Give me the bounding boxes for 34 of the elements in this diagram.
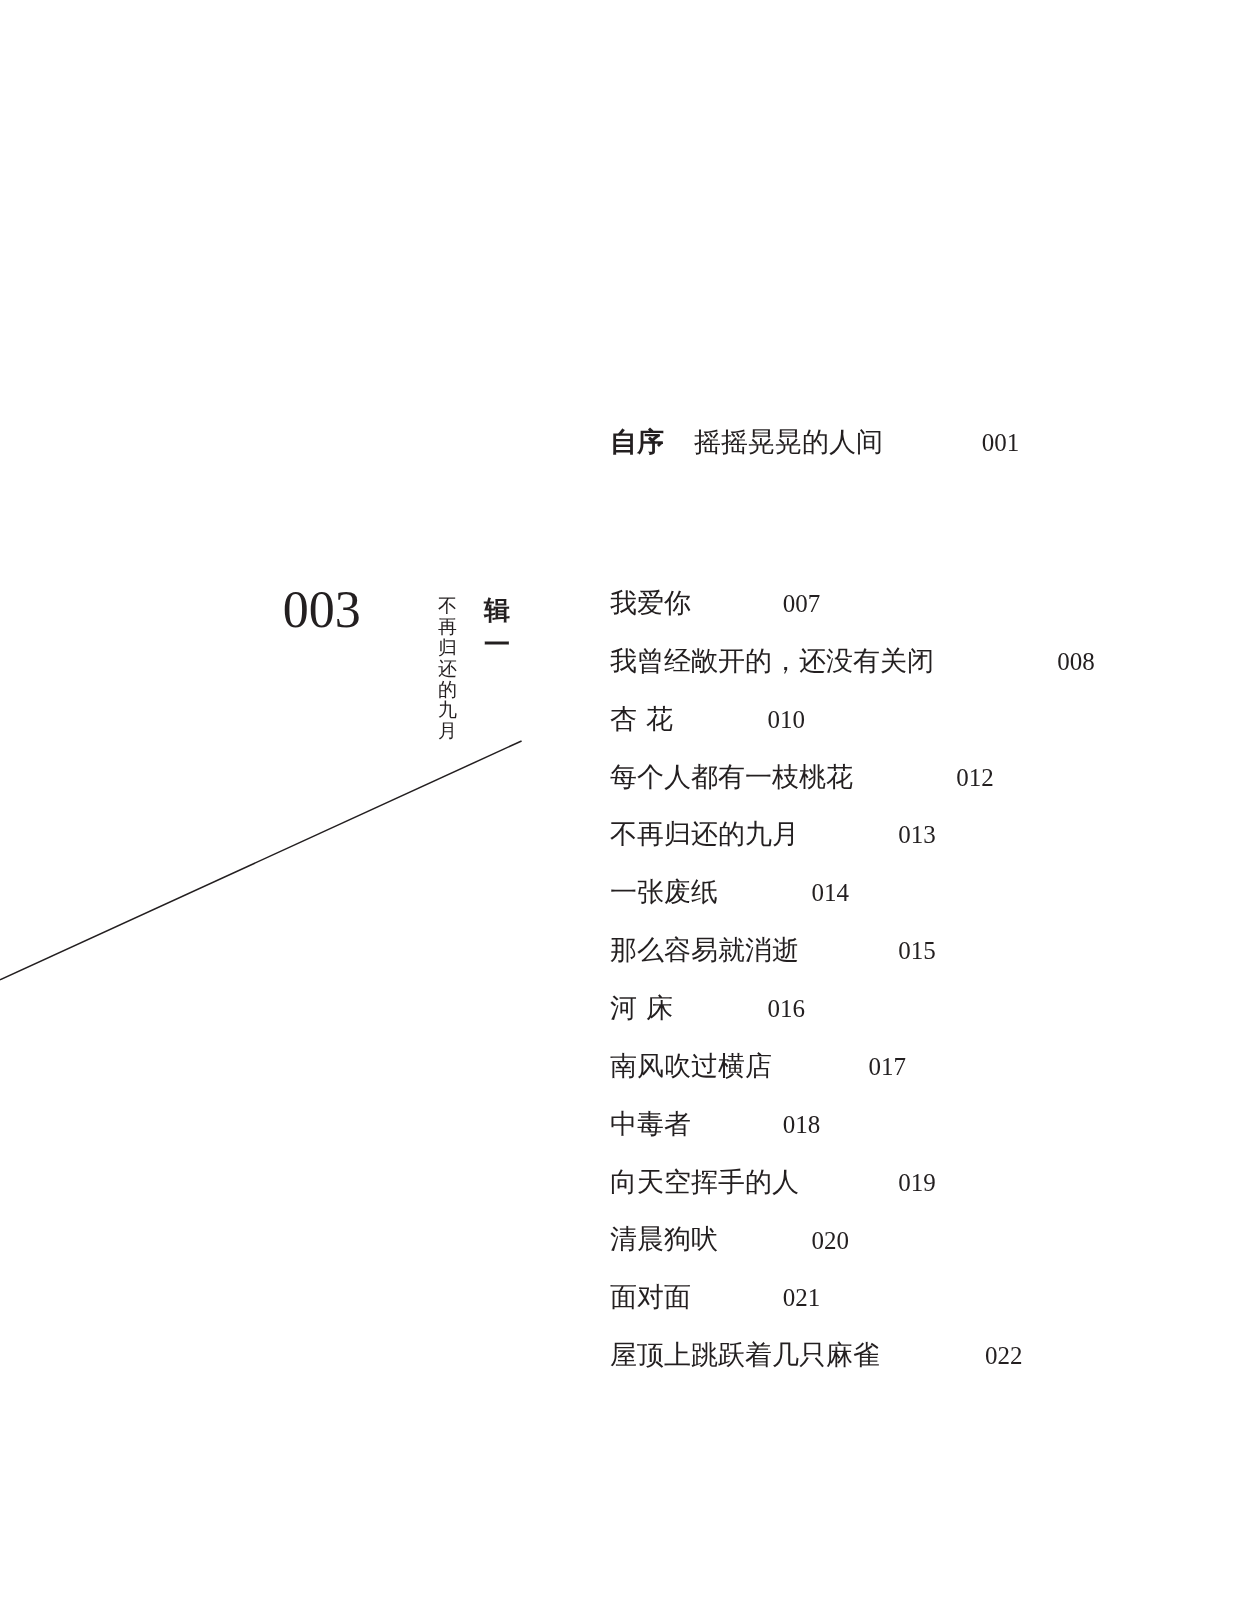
entry-title: 向天空挥手的人: [610, 1167, 800, 1195]
page-number: 015: [898, 938, 936, 964]
page-number: 008: [1057, 648, 1095, 674]
section-number: 003: [282, 583, 361, 636]
page-number: 014: [811, 880, 849, 906]
entry-title: 南风吹过横店: [610, 1051, 773, 1079]
page-number: 021: [782, 1285, 821, 1311]
entry-title: 清晨狗吠: [610, 1225, 719, 1253]
entry-title: 摇摇晃晃的人间: [694, 427, 883, 455]
section-title: 不再归还的九月: [437, 595, 458, 742]
page-number: 020: [811, 1227, 849, 1253]
entry-title: 我爱你: [610, 588, 692, 616]
entry-title: 我曾经敞开的，还没有关闭: [610, 646, 935, 674]
entry-title: 不再归还的九月: [610, 820, 800, 848]
entry-title: 河 床: [610, 994, 673, 1021]
page-number: 010: [767, 706, 805, 732]
page-number: 012: [956, 764, 994, 790]
entry-title: 一张废纸: [610, 878, 719, 906]
entry-title: 杏 花: [610, 704, 673, 732]
entry-title: 屋顶上跳跃着几只麻雀: [610, 1341, 881, 1369]
entry-title: 那么容易就消逝: [610, 936, 800, 964]
page-number: 018: [782, 1111, 821, 1137]
page-number: 013: [898, 822, 936, 848]
page-number: 016: [767, 996, 805, 1021]
page-number: 017: [868, 1053, 907, 1079]
page-number: 019: [898, 1169, 936, 1195]
entry-title: 面对面: [610, 1283, 692, 1311]
page-number: 001: [981, 429, 1020, 455]
page-number: 007: [782, 590, 821, 616]
section-heading: 辑一: [483, 594, 511, 661]
page-number: 022: [984, 1343, 1023, 1369]
preface-heading: 自序: [610, 427, 665, 455]
entry-title: 中毒者: [610, 1109, 692, 1137]
entry-title: 每个人都有一枝桃花: [610, 762, 854, 790]
